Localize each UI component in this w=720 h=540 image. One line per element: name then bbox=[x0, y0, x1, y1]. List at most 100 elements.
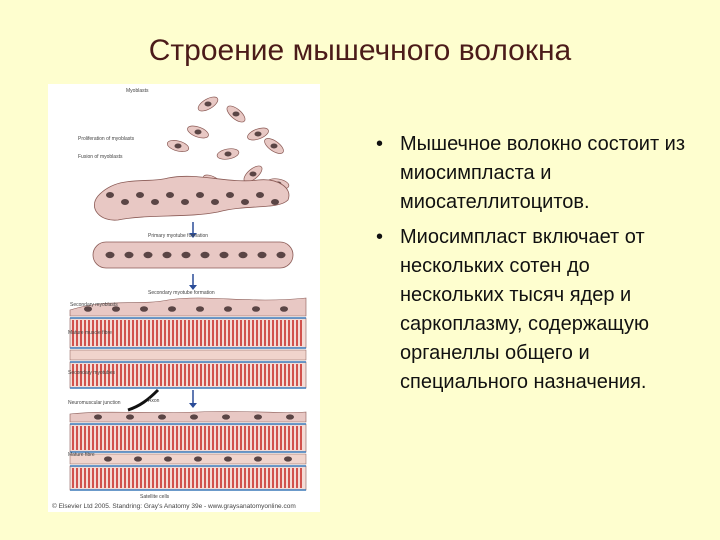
striation bbox=[188, 426, 190, 450]
striation bbox=[164, 468, 166, 488]
striation bbox=[192, 426, 194, 450]
nucleus bbox=[124, 251, 134, 259]
striation bbox=[148, 320, 150, 346]
striation bbox=[160, 320, 162, 346]
nucleus bbox=[224, 456, 232, 462]
striation bbox=[140, 468, 142, 488]
nucleus bbox=[280, 306, 288, 312]
striation bbox=[140, 426, 142, 450]
striation bbox=[164, 426, 166, 450]
striation bbox=[184, 468, 186, 488]
nucleus bbox=[105, 251, 115, 259]
striation bbox=[252, 468, 254, 488]
striation bbox=[188, 320, 190, 346]
striation bbox=[212, 468, 214, 488]
striation bbox=[288, 426, 290, 450]
nucleus bbox=[151, 199, 159, 205]
striation bbox=[156, 426, 158, 450]
striation bbox=[256, 320, 258, 346]
striation bbox=[172, 468, 174, 488]
striation bbox=[184, 426, 186, 450]
striation bbox=[92, 426, 94, 450]
striation bbox=[232, 468, 234, 488]
striation bbox=[176, 426, 178, 450]
striation bbox=[184, 364, 186, 386]
striation bbox=[164, 320, 166, 346]
striation bbox=[124, 468, 126, 488]
striation bbox=[92, 320, 94, 346]
nucleus bbox=[162, 251, 172, 259]
striation bbox=[152, 320, 154, 346]
striation bbox=[244, 468, 246, 488]
striation bbox=[276, 468, 278, 488]
striation bbox=[132, 426, 134, 450]
nucleus bbox=[181, 251, 191, 259]
striation bbox=[292, 364, 294, 386]
nucleus bbox=[134, 456, 142, 462]
nucleus bbox=[224, 306, 232, 312]
striation bbox=[80, 468, 82, 488]
striation bbox=[188, 364, 190, 386]
striation bbox=[284, 426, 286, 450]
striation bbox=[268, 468, 270, 488]
striation bbox=[148, 426, 150, 450]
striation bbox=[220, 426, 222, 450]
striation bbox=[264, 364, 266, 386]
striation bbox=[280, 468, 282, 488]
striation bbox=[176, 364, 178, 386]
axon-shape bbox=[127, 388, 160, 412]
myoblast-nucleus bbox=[249, 171, 257, 177]
striation bbox=[216, 364, 218, 386]
nucleus bbox=[112, 306, 120, 312]
bullet-marker: • bbox=[376, 133, 384, 155]
striation bbox=[116, 426, 118, 450]
myoblast-nucleus bbox=[254, 131, 262, 137]
nucleus bbox=[158, 414, 166, 420]
striation bbox=[80, 426, 82, 450]
striation bbox=[208, 426, 210, 450]
nucleus bbox=[238, 251, 248, 259]
bullet-item: • Мышечное волокно состоит из миосимплас… bbox=[372, 130, 692, 217]
nucleus bbox=[190, 414, 198, 420]
striation bbox=[96, 426, 98, 450]
striation bbox=[288, 468, 290, 488]
striation bbox=[168, 426, 170, 450]
label-primary-myotube: Primary myotube formation bbox=[148, 233, 208, 239]
bullet-text: Мышечное волокно состоит из миосимпласта… bbox=[400, 133, 686, 213]
striation bbox=[148, 364, 150, 386]
junction-layer bbox=[69, 411, 307, 423]
nucleus bbox=[94, 414, 102, 420]
striation bbox=[128, 426, 130, 450]
striation bbox=[132, 468, 134, 488]
striation bbox=[240, 468, 242, 488]
striation bbox=[180, 364, 182, 386]
striation bbox=[88, 320, 90, 346]
striation bbox=[152, 364, 154, 386]
bullet-list: • Мышечное волокно состоит из миосимплас… bbox=[372, 130, 692, 403]
striation bbox=[300, 426, 302, 450]
striation bbox=[164, 364, 166, 386]
striation bbox=[76, 426, 78, 450]
muscle-development-figure: Myoblasts Proliferation of myoblasts Fus… bbox=[48, 84, 320, 512]
nucleus bbox=[286, 414, 294, 420]
sarcoplasm-band bbox=[69, 349, 307, 361]
striation bbox=[108, 364, 110, 386]
slide-title: Строение мышечного волокна bbox=[148, 34, 572, 67]
striation bbox=[188, 468, 190, 488]
striation bbox=[180, 320, 182, 346]
striation bbox=[176, 468, 178, 488]
striation bbox=[204, 426, 206, 450]
striation bbox=[212, 426, 214, 450]
striation bbox=[156, 468, 158, 488]
striation bbox=[172, 364, 174, 386]
striation bbox=[124, 320, 126, 346]
nucleus bbox=[219, 251, 229, 259]
striation bbox=[168, 364, 170, 386]
striation bbox=[168, 320, 170, 346]
striation bbox=[248, 468, 250, 488]
label-secondary-myotubes: Secondary myotubes bbox=[68, 370, 115, 376]
stage-arrowhead bbox=[189, 403, 197, 408]
striation bbox=[236, 320, 238, 346]
striation bbox=[112, 468, 114, 488]
striation bbox=[124, 426, 126, 450]
